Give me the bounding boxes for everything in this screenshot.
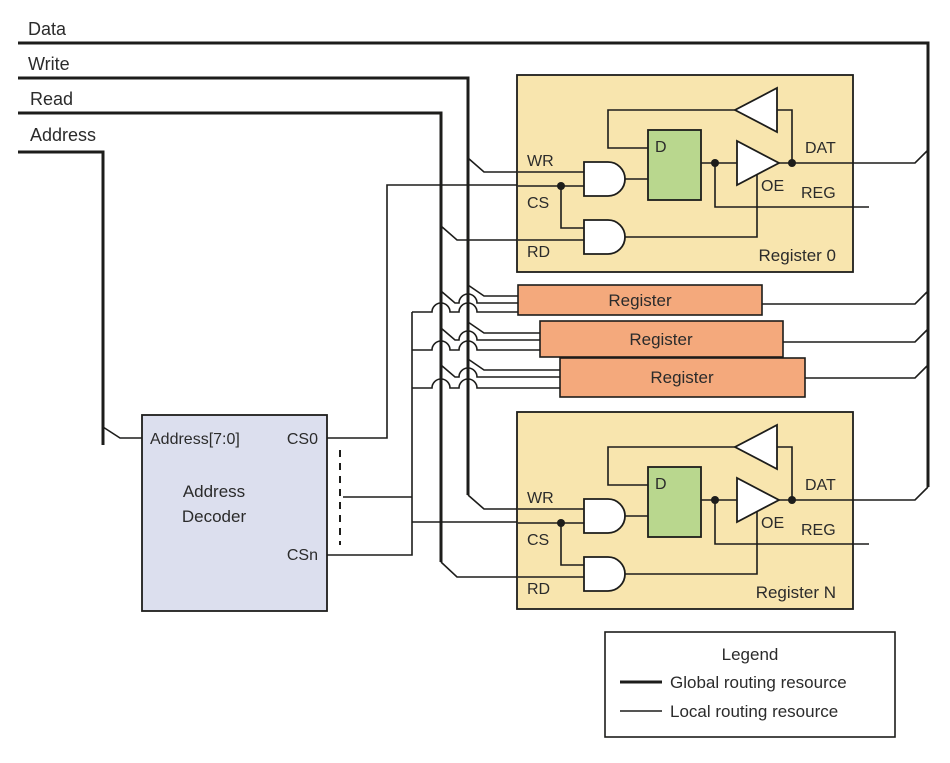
data-bus-line <box>18 41 930 487</box>
address-tap-wire <box>102 426 142 439</box>
middle-register-2-title: Register <box>629 330 693 349</box>
dat-out-register0 <box>852 149 929 164</box>
register0-cs-label: CS <box>527 195 549 212</box>
read-tap-middle3 <box>440 364 560 378</box>
register-n-internals <box>516 411 854 610</box>
registerN-rd-label: RD <box>527 581 550 598</box>
middle-register-3-title: Register <box>650 368 714 387</box>
decoder-name-line2: Decoder <box>182 507 247 526</box>
read-tap-middle2 <box>440 327 540 341</box>
registerN-dat-label: DAT <box>805 477 836 494</box>
cs-tap-middle1 <box>412 302 518 313</box>
read-tap-middle1 <box>440 290 518 304</box>
registerN-reg-label: REG <box>801 522 836 539</box>
bus-label-data: Data <box>28 19 67 39</box>
dat-out-middle2 <box>783 328 929 343</box>
decoder-input-label: Address[7:0] <box>150 431 240 448</box>
middle-register-1-box <box>517 284 763 316</box>
legend-title: Legend <box>722 645 779 664</box>
csn-wire <box>327 312 413 556</box>
bus-label-write: Write <box>28 54 70 74</box>
bus-label-read: Read <box>30 89 73 109</box>
registerN-d-label: D <box>655 476 667 493</box>
address-decoder-box <box>141 414 328 612</box>
registerN-cs-label: CS <box>527 532 549 549</box>
write-tap-middle2 <box>467 321 540 334</box>
dat-out-middle1 <box>762 290 929 305</box>
write-tap-registerN <box>467 494 518 510</box>
cs0-wire <box>327 184 518 439</box>
write-tap-middle1 <box>467 284 518 297</box>
cs-tap-middle2 <box>412 340 540 351</box>
registerN-oe-label: OE <box>761 515 784 532</box>
registerN-title: Register N <box>756 583 836 602</box>
middle-register-3-box <box>559 357 806 398</box>
legend-global-label: Global routing resource <box>670 673 847 692</box>
middle-register-1-title: Register <box>608 291 672 310</box>
read-bus-line <box>18 111 443 562</box>
register0-rd-label: RD <box>527 244 550 261</box>
bus-label-address: Address <box>30 125 96 145</box>
register-0-internals <box>516 74 854 273</box>
dat-out-middle3 <box>805 364 929 379</box>
read-tap-registerN <box>440 561 518 578</box>
address-bus-line <box>18 150 105 445</box>
decoder-name-line1: Address <box>183 482 245 501</box>
decoder-csn-label: CSn <box>287 547 318 564</box>
dat-out-registerN <box>852 486 929 501</box>
register0-oe-label: OE <box>761 178 784 195</box>
middle-register-2-box <box>539 320 784 358</box>
register0-d-label: D <box>655 139 667 156</box>
write-bus-line <box>18 76 470 495</box>
legend-box <box>604 631 896 738</box>
write-tap-register0 <box>467 157 518 173</box>
write-tap-middle3 <box>467 358 560 371</box>
decoder-cs0-label: CS0 <box>287 431 318 448</box>
read-tap-register0 <box>440 225 518 241</box>
register0-title: Register 0 <box>759 246 836 265</box>
register0-dat-label: DAT <box>805 140 836 157</box>
cs-tap-middle3 <box>412 378 560 389</box>
legend-local-label: Local routing resource <box>670 702 838 721</box>
register0-wr-label: WR <box>527 153 554 170</box>
register0-reg-label: REG <box>801 185 836 202</box>
registerN-wr-label: WR <box>527 490 554 507</box>
